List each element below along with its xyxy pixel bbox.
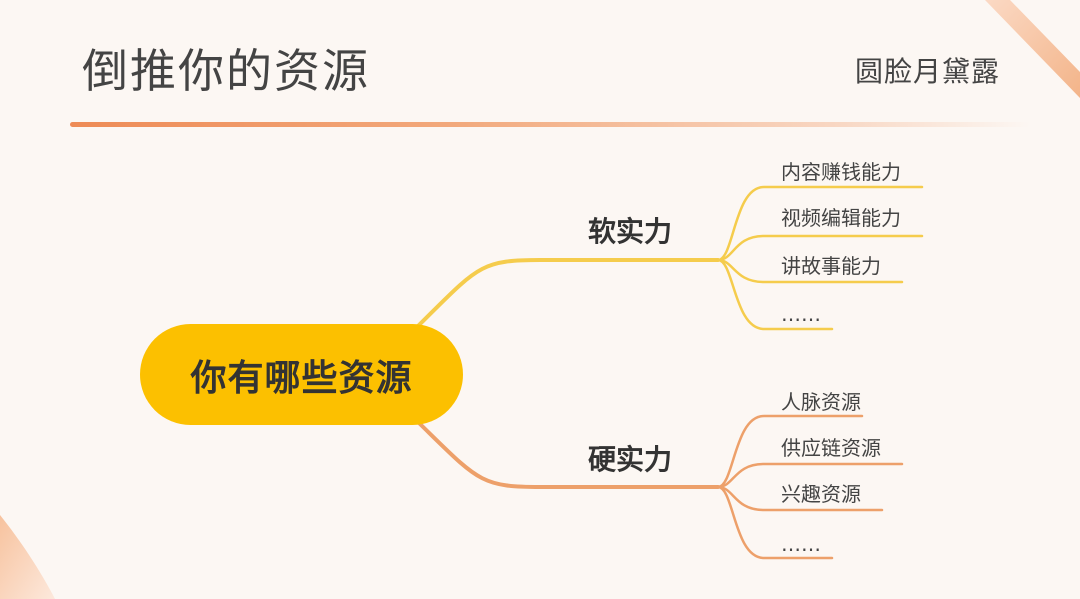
mindmap-connectors — [416, 185, 924, 560]
leaf-connector — [716, 258, 834, 331]
leaf-connector — [716, 234, 924, 262]
slide-title: 倒推你的资源 — [82, 44, 370, 98]
branch-connector — [416, 258, 720, 328]
author-name: 圆脸月黛露 — [854, 55, 1000, 88]
title-underline — [70, 122, 1030, 127]
leaf-item: 人脉资源 — [781, 390, 861, 414]
center-node: 你有哪些资源 — [140, 324, 463, 425]
leaf-item: 供应链资源 — [781, 436, 881, 460]
leaf-connector — [716, 462, 904, 489]
branch-soft-skills: 软实力 — [588, 215, 673, 248]
leaf-item: 内容赚钱能力 — [781, 160, 901, 184]
leaf-item: 视频编辑能力 — [781, 206, 901, 230]
leaf-item: 兴趣资源 — [781, 482, 861, 506]
leaf-item: …… — [781, 532, 821, 556]
corner-shape-bottom-left — [0, 515, 55, 599]
center-node-label: 你有哪些资源 — [190, 357, 413, 399]
leaf-item: 讲故事能力 — [781, 254, 881, 278]
leaf-item: …… — [781, 302, 821, 326]
branch-connector — [416, 420, 720, 489]
leaf-connector — [716, 185, 924, 262]
leaf-connector — [716, 414, 864, 489]
branch-hard-skills: 硬实力 — [588, 443, 673, 476]
leaf-connector — [716, 485, 834, 560]
corner-stripe-top-right — [985, 0, 1080, 98]
